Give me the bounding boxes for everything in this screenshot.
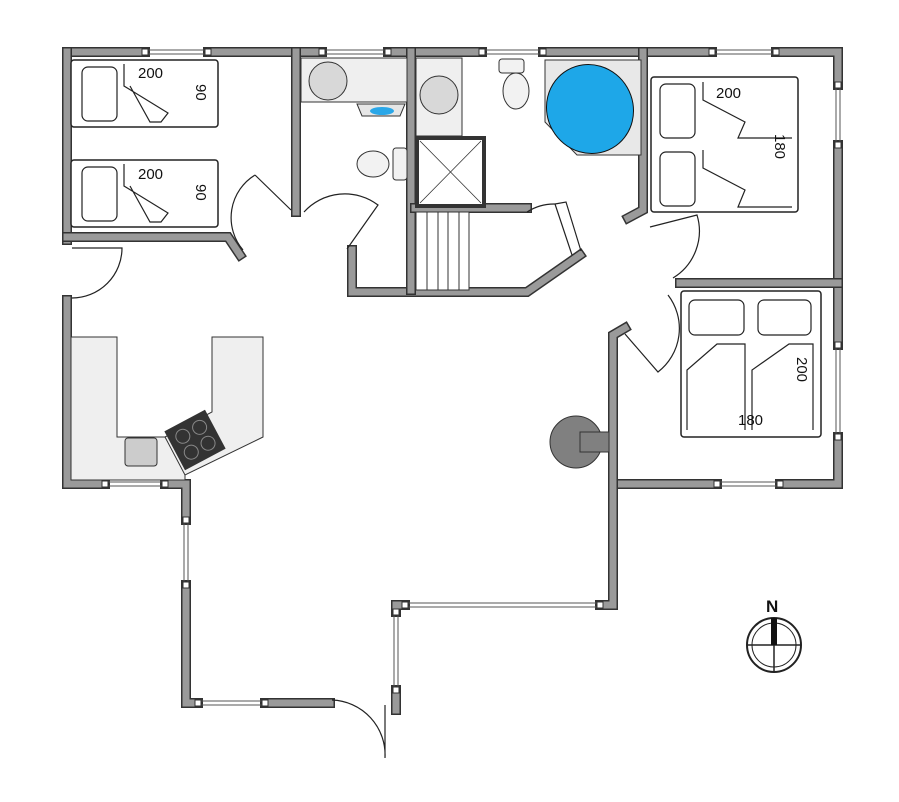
kitchen-sink-icon xyxy=(124,437,158,467)
bathroom-1 xyxy=(300,57,408,181)
door-bedroom1 xyxy=(230,174,292,251)
window xyxy=(141,48,212,56)
sink-icon xyxy=(419,75,459,115)
bed-length-label: 200 xyxy=(138,65,163,82)
bed-double-right: 200 180 xyxy=(650,76,799,213)
door-bedroom2 xyxy=(649,214,700,279)
bed-single-bottom: 200 90 xyxy=(70,159,219,228)
bed-width-label: 90 xyxy=(192,184,209,201)
window xyxy=(101,480,169,488)
shower-icon xyxy=(415,136,486,208)
fireplace-icon xyxy=(549,415,610,469)
bed-single-top: 200 90 xyxy=(70,59,219,128)
wall-segment xyxy=(596,323,630,609)
toilet-icon xyxy=(356,147,408,181)
wall-segment xyxy=(63,233,245,260)
bed-length-label: 200 xyxy=(138,166,163,183)
wall-segment xyxy=(776,433,842,488)
compass-north-icon: N xyxy=(746,597,802,673)
window xyxy=(478,48,547,56)
window xyxy=(834,81,842,149)
sink-icon xyxy=(308,61,348,101)
window xyxy=(713,480,784,488)
window xyxy=(392,608,400,694)
bed-width-label: 180 xyxy=(771,134,788,159)
bathroom-2 xyxy=(415,57,642,291)
window xyxy=(194,699,269,707)
bed-width-label: 180 xyxy=(738,412,763,429)
stove-icon xyxy=(164,409,226,471)
compass-north-label: N xyxy=(766,597,778,616)
bed-double-lower: 180 200 xyxy=(680,290,822,438)
walls xyxy=(62,47,843,715)
bed-width-label: 90 xyxy=(192,84,209,101)
kitchen-counter xyxy=(70,336,264,481)
toilet-icon xyxy=(498,58,530,110)
doors xyxy=(71,174,700,759)
window xyxy=(708,48,780,56)
windows xyxy=(101,48,842,707)
wall-segment xyxy=(161,480,190,524)
bed-length-label: 200 xyxy=(716,85,741,102)
door-bathroom1 xyxy=(303,193,379,250)
stairs xyxy=(415,211,470,291)
bed-length-label: 200 xyxy=(793,357,810,382)
window xyxy=(318,48,392,56)
wall-segment xyxy=(182,581,202,707)
bathtub-icon xyxy=(544,59,642,156)
window xyxy=(834,341,842,441)
wall-segment xyxy=(63,296,109,488)
wall-segment xyxy=(623,48,647,223)
wall-segment xyxy=(775,432,843,489)
wall-segment xyxy=(348,246,585,296)
door-entrance xyxy=(331,699,386,759)
window xyxy=(401,601,604,609)
door-bathroom2 xyxy=(526,201,582,256)
wall-segment xyxy=(772,48,842,89)
window xyxy=(182,516,190,589)
door-bedroom3 xyxy=(624,294,680,373)
door-front-left xyxy=(71,247,123,299)
